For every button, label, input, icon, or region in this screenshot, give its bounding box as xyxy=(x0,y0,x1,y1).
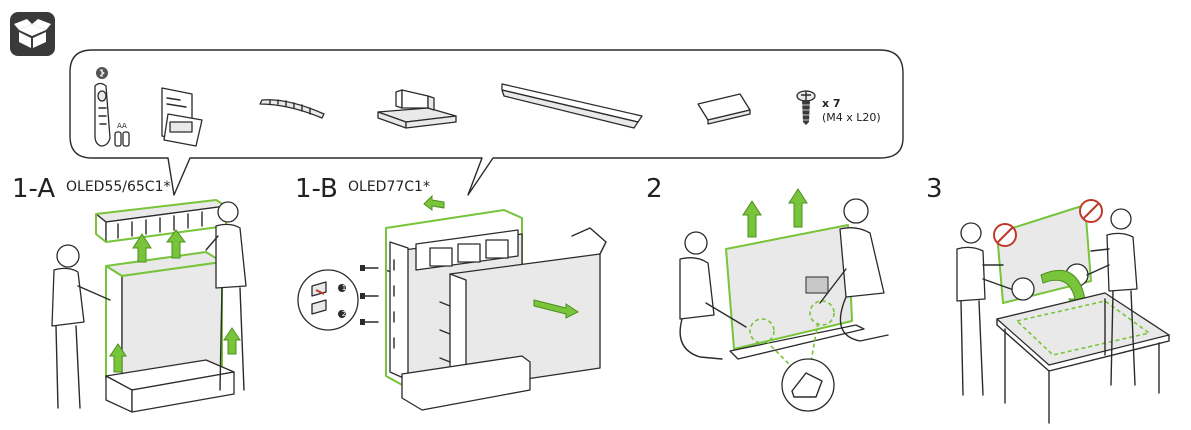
step-2-illustration xyxy=(670,185,910,425)
cable-holder-icon xyxy=(258,90,328,120)
callout-step-one: 1 xyxy=(341,284,347,292)
step-1b-model: OLED77C1* xyxy=(348,179,430,195)
unboxing-icon xyxy=(10,12,55,56)
back-cover-icon xyxy=(694,90,754,125)
stand-icon xyxy=(372,86,462,130)
step-1a-label: 1-A xyxy=(12,174,56,204)
step-1b-label: 1-B xyxy=(295,174,338,204)
screw-spec: (M4 x L20) xyxy=(822,111,881,124)
accessories-panel xyxy=(0,0,1191,200)
screw-count: x 7 xyxy=(822,97,841,110)
step-1a-model: OLED55/65C1* xyxy=(66,179,171,195)
step-3-label: 3 xyxy=(926,174,943,204)
step-2-label: 2 xyxy=(646,174,663,204)
step-1b-illustration xyxy=(290,190,620,425)
screw-icon xyxy=(794,88,818,126)
callout-step-two: 2 xyxy=(341,310,347,318)
manual-icon xyxy=(158,84,204,148)
step-3-illustration xyxy=(945,195,1185,425)
remote-control-icon xyxy=(86,64,136,154)
stand-bar-icon xyxy=(498,80,648,130)
battery-label: AA xyxy=(117,122,127,130)
step-1a-illustration xyxy=(40,190,280,425)
